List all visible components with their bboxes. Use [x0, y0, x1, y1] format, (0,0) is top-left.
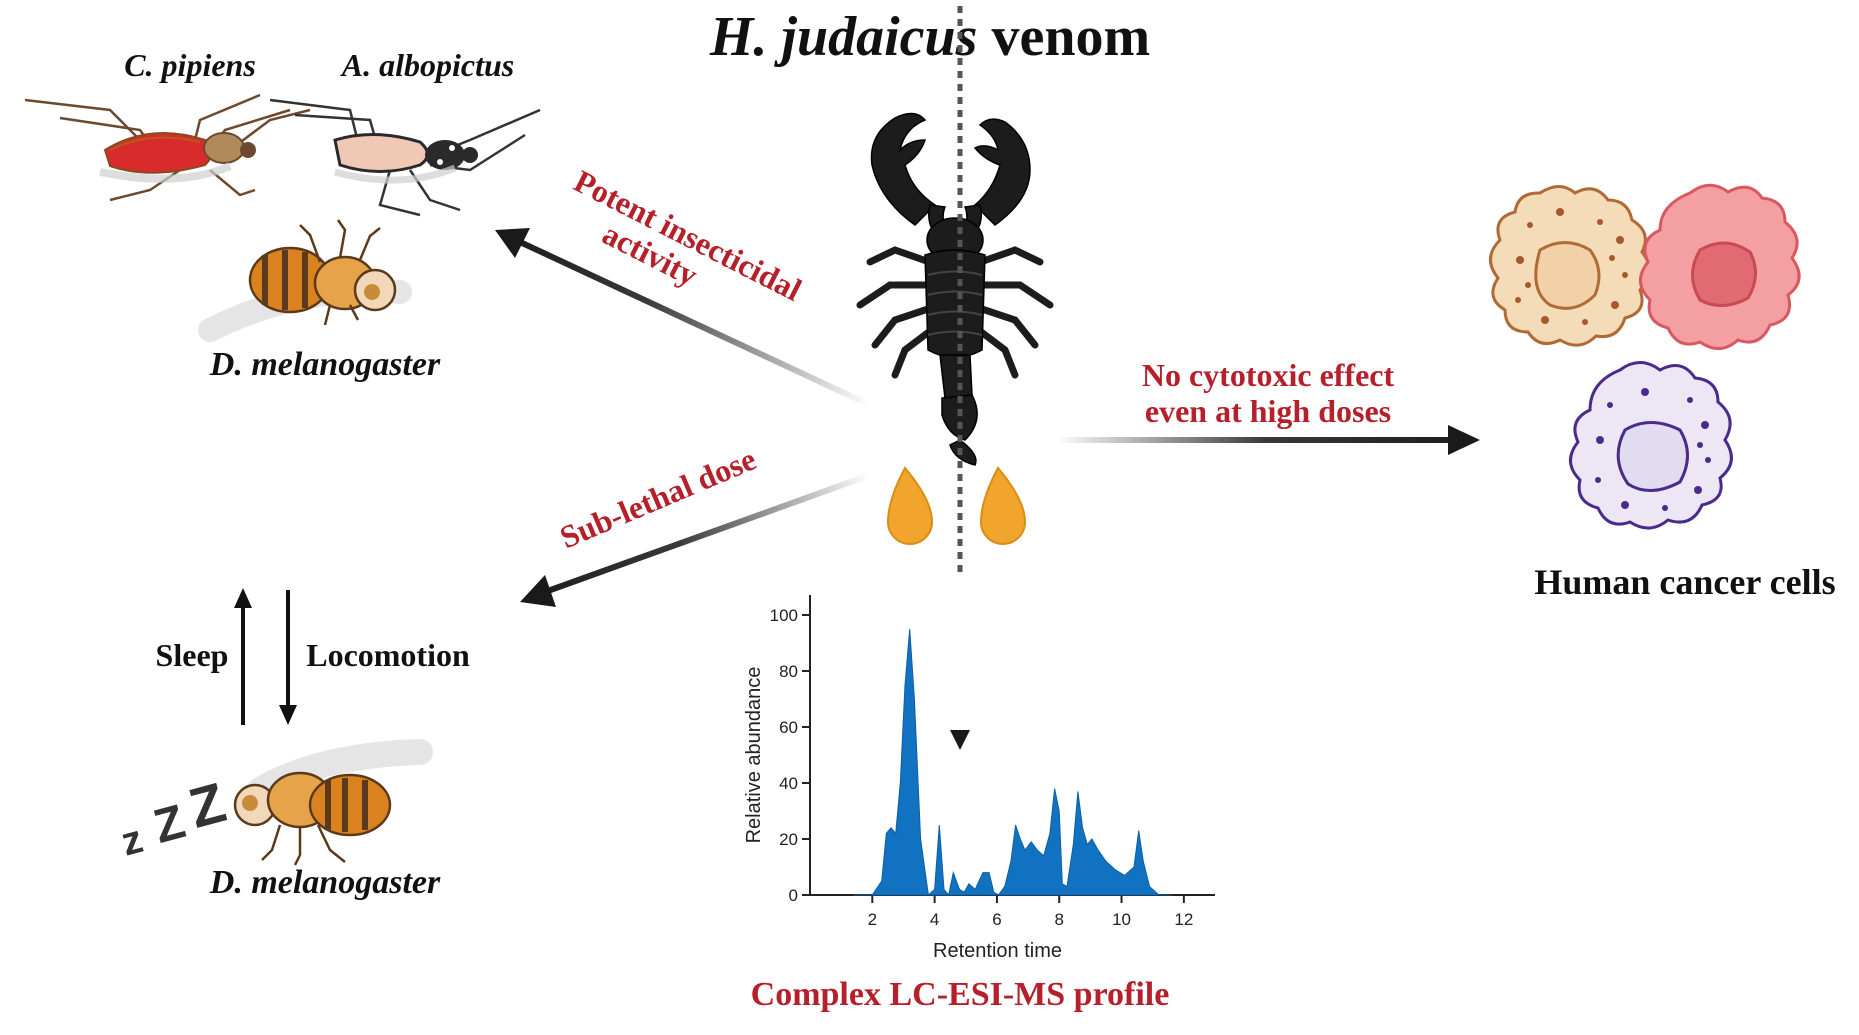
label-sublethal: Sub-lethal dose — [555, 440, 761, 555]
cancer-cell-pink-icon — [1639, 183, 1801, 350]
y-tick-label: 60 — [779, 718, 798, 737]
chromatogram-chart: 0 20 40 60 80 100 2 4 6 8 10 12 Relative abundance… — [743, 595, 1215, 962]
label-cytotoxic-line2: even at high doses — [1145, 393, 1391, 429]
chart-caption: Complex LC-ESI-MS profile — [751, 976, 1170, 1013]
arrow-cytotoxic — [1055, 425, 1480, 455]
y-axis-label: Relative abundance — [743, 667, 765, 844]
chromatogram-series-area — [853, 628, 1172, 897]
label-human-cancer-cells: Human cancer cells — [1534, 562, 1835, 602]
arrow-dashed-to-chart — [950, 0, 970, 750]
title-italic: H. judaicus — [709, 6, 978, 68]
drosophila-sleeping-icon — [233, 739, 433, 866]
y-tick-label: 40 — [779, 774, 798, 793]
y-tick-label: 80 — [779, 662, 798, 681]
x-tick-label: 10 — [1112, 910, 1131, 929]
zzz-small: z — [117, 817, 148, 865]
aedes-mosquito-icon — [269, 98, 541, 217]
x-axis-label: Retention time — [933, 940, 1062, 962]
x-tick-label: 4 — [930, 910, 939, 929]
arrow-sublethal — [520, 472, 872, 607]
venom-drop-left-icon — [886, 466, 934, 545]
x-tick-label: 12 — [1174, 910, 1193, 929]
label-drosophila-bottom: D. melanogaster — [209, 864, 441, 901]
label-drosophila-top: D. melanogaster — [209, 346, 441, 383]
cancer-cell-purple-icon — [1569, 361, 1733, 530]
title-plain: venom — [977, 6, 1150, 68]
y-tick-label: 0 — [789, 886, 798, 905]
zzz-mid: Z — [149, 795, 191, 854]
arrow-insecticidal — [495, 228, 872, 408]
title: H. judaicus venom — [709, 6, 1150, 68]
cancer-cell-tan-icon — [1489, 185, 1651, 347]
label-locomotion: Locomotion — [306, 637, 470, 673]
x-tick-label: 8 — [1054, 910, 1063, 929]
locomotion-down-arrow-icon — [279, 590, 297, 725]
venom-drop-right-icon — [979, 466, 1027, 545]
label-insecticidal: Potent insecticidal activity — [569, 162, 808, 308]
label-sleep: Sleep — [156, 637, 229, 673]
sleep-up-arrow-icon — [234, 588, 252, 725]
x-tick-label: 6 — [992, 910, 1001, 929]
scorpion-icon — [856, 112, 1054, 466]
x-tick-label: 2 — [868, 910, 877, 929]
label-cytotoxic-line1: No cytotoxic effect — [1142, 357, 1395, 393]
zzz-sleep-icon: z Z Z — [117, 770, 232, 865]
label-aedes: A. albopictus — [340, 47, 514, 83]
label-culex: C. pipiens — [124, 47, 256, 83]
y-tick-label: 20 — [779, 830, 798, 849]
drosophila-dead-icon — [198, 219, 412, 342]
zzz-large: Z — [182, 770, 231, 840]
culex-mosquito-icon — [24, 93, 311, 202]
y-tick-label: 100 — [770, 606, 798, 625]
